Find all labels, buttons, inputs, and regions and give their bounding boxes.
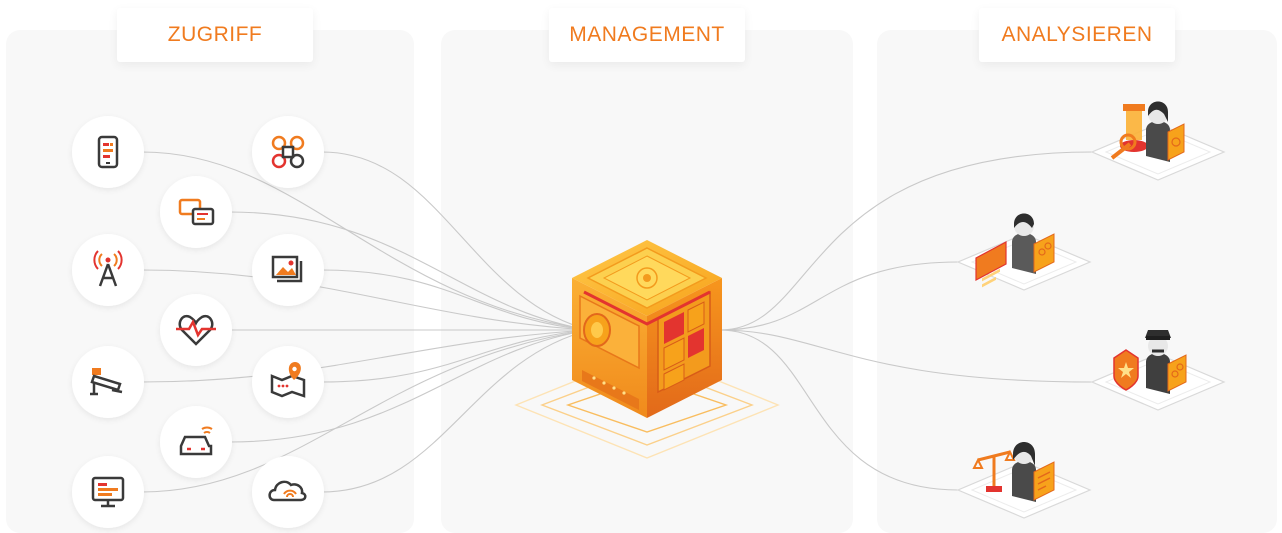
connector-line (229, 329, 591, 443)
connector-line (719, 151, 1093, 331)
drone-icon[interactable] (252, 116, 324, 188)
image-gallery-icon[interactable] (252, 234, 324, 306)
smartphone-icon[interactable] (72, 116, 144, 188)
heartbeat-icon[interactable] (160, 294, 232, 366)
connector-line (141, 329, 591, 493)
connector-line (321, 329, 591, 383)
computer-monitor-icon[interactable] (72, 456, 144, 528)
source-circles (72, 116, 324, 528)
section-title-analysis: ANALYSIEREN (979, 8, 1175, 62)
connector-line (719, 329, 959, 491)
connector-lines (141, 151, 1093, 493)
police-officer-icon[interactable] (1090, 330, 1226, 411)
chat-messages-icon[interactable] (160, 176, 232, 248)
data-vault-cube-icon[interactable] (514, 240, 780, 459)
section-title-access: ZUGRIFF (117, 8, 313, 62)
analysis-panel (877, 30, 1277, 533)
connector-line (141, 329, 591, 383)
connector-line (321, 269, 591, 331)
connector-line (719, 261, 959, 331)
legal-analyst-icon[interactable] (956, 442, 1092, 519)
connector-line (229, 211, 591, 331)
data-analyst-icon[interactable] (956, 213, 1092, 291)
connected-car-icon[interactable] (160, 406, 232, 478)
connector-line (321, 329, 591, 493)
output-analysts (956, 101, 1226, 519)
connector-line (719, 329, 1093, 383)
cloud-wifi-icon[interactable] (252, 456, 324, 528)
forensic-analyst-icon[interactable] (1090, 101, 1226, 181)
map-location-icon[interactable] (252, 346, 324, 418)
section-title-management: MANAGEMENT (549, 8, 745, 62)
connector-line (141, 269, 591, 331)
surveillance-camera-icon[interactable] (72, 346, 144, 418)
connector-line (321, 151, 591, 331)
radio-tower-icon[interactable] (72, 234, 144, 306)
